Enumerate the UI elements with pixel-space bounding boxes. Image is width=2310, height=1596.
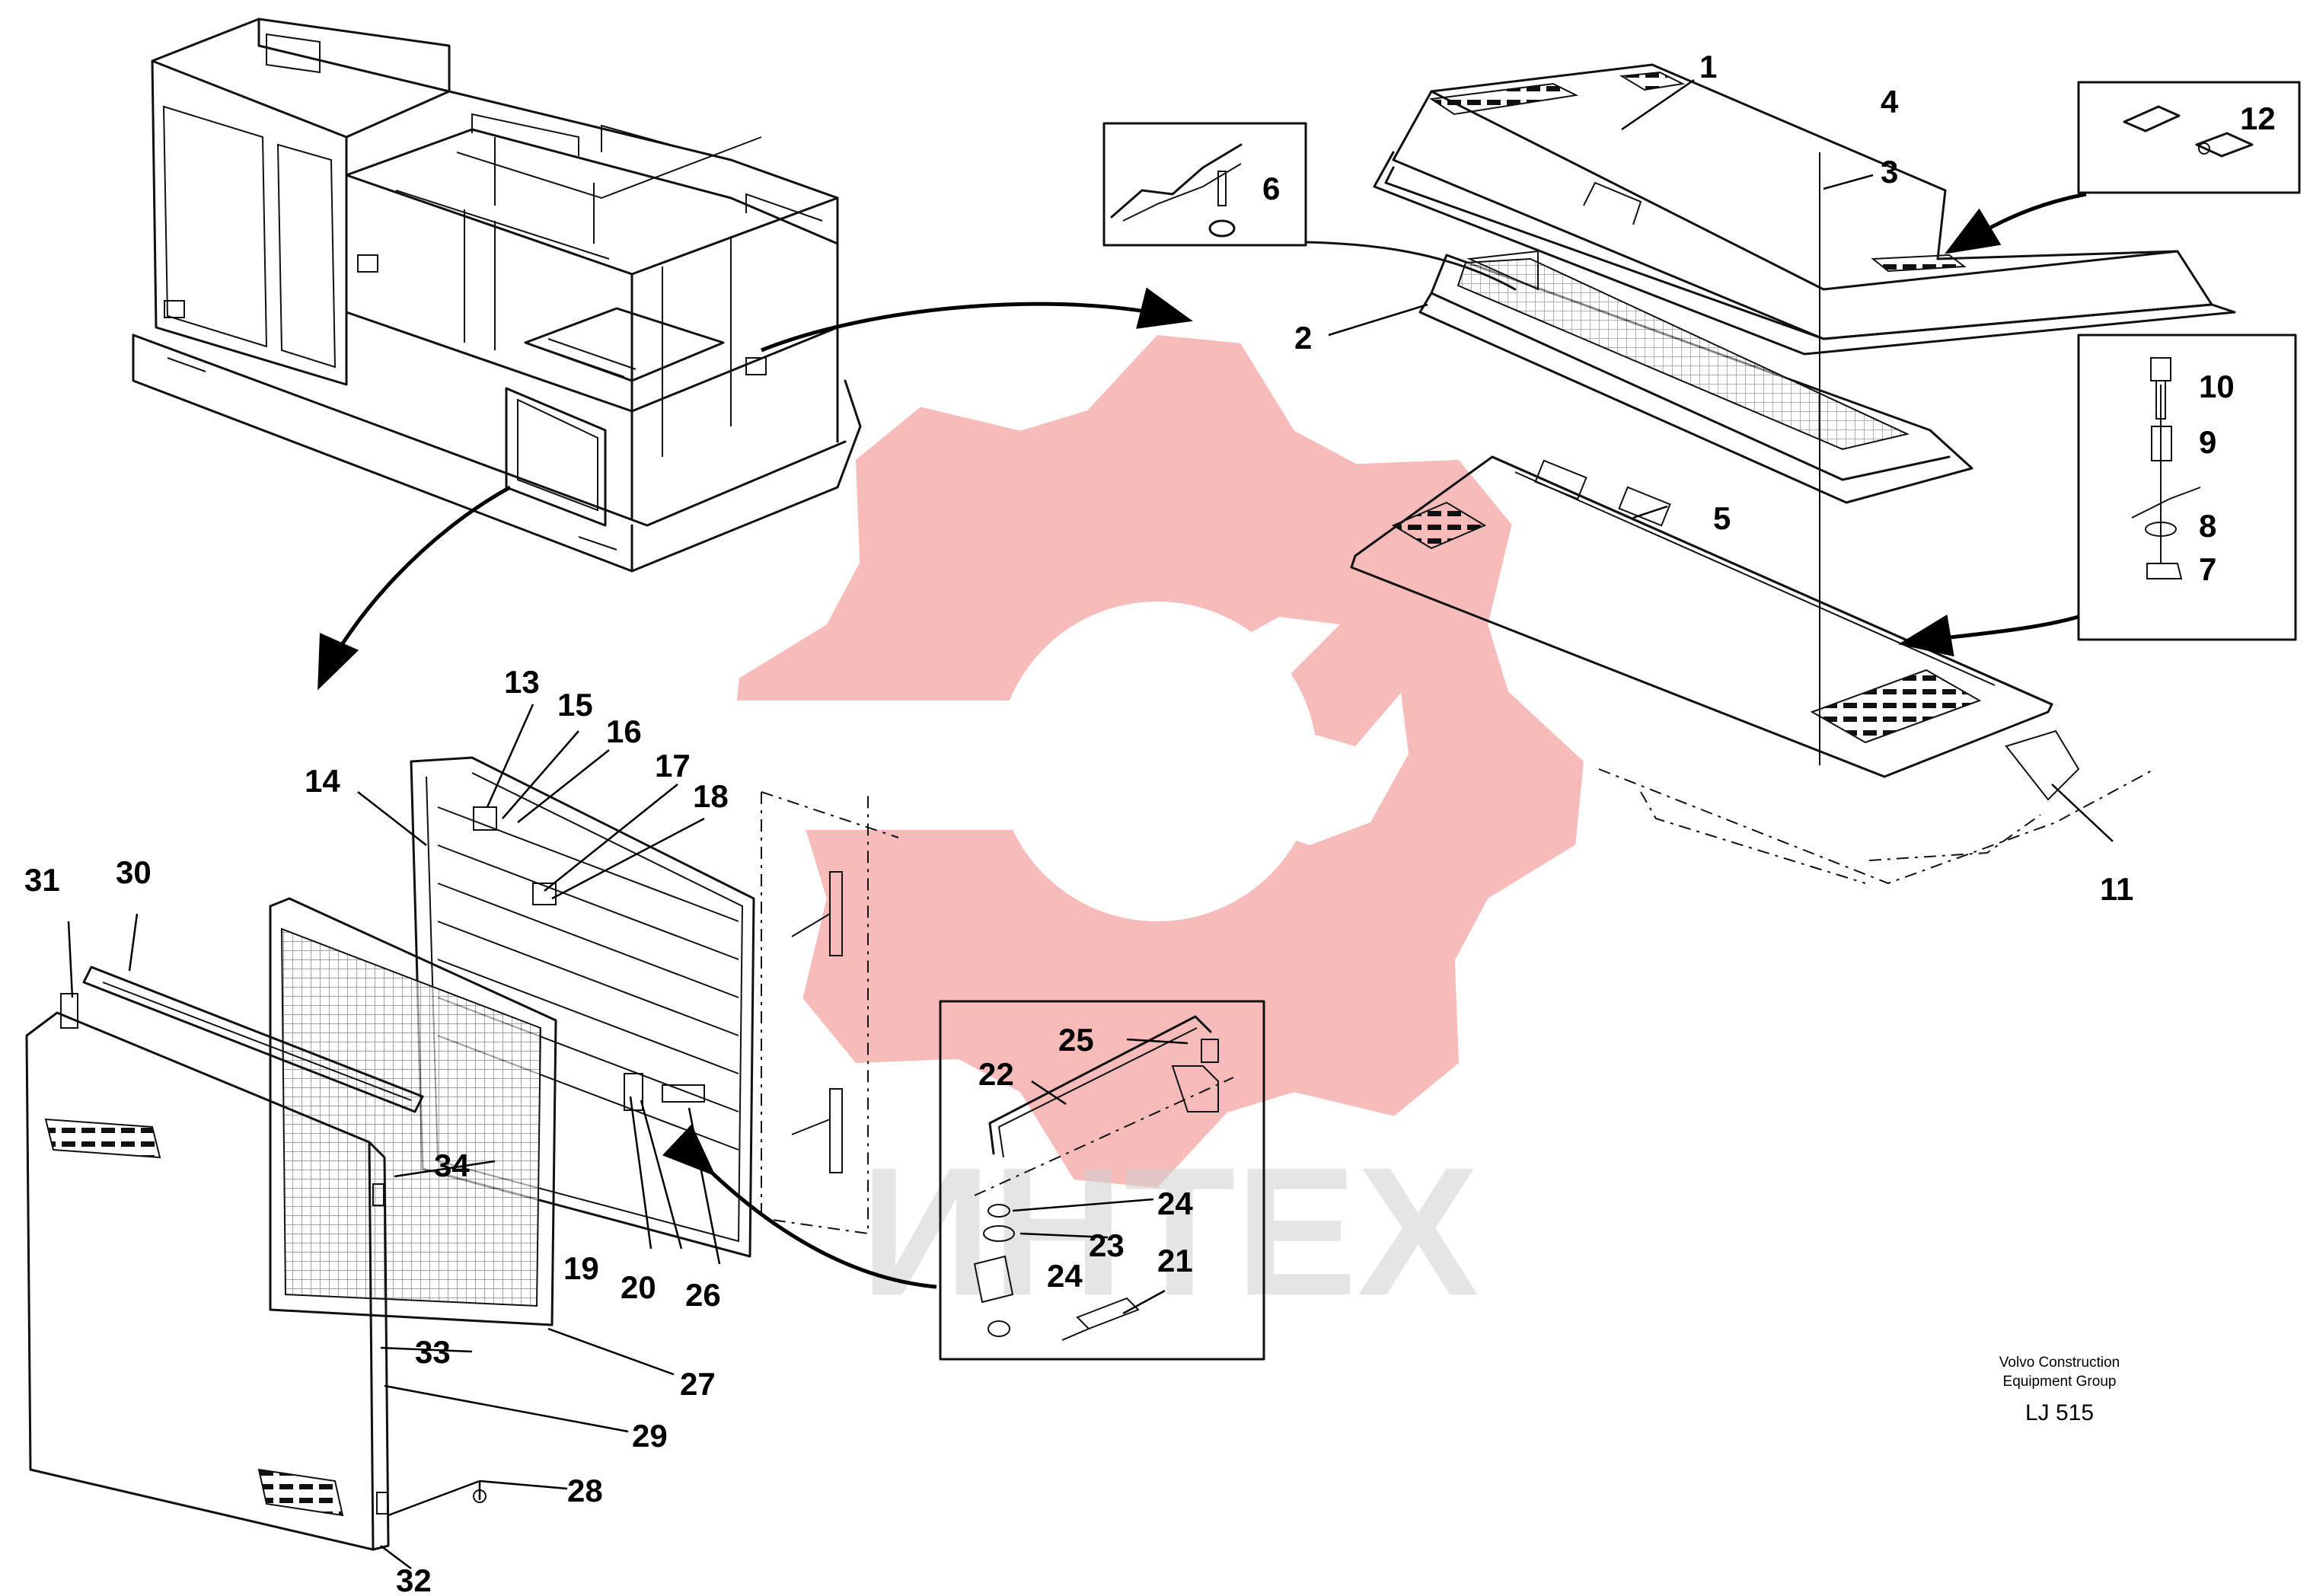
callout-8: 8 xyxy=(2199,508,2216,544)
arrow-detail-7-10 xyxy=(1898,614,2079,657)
callout-23: 23 xyxy=(1089,1227,1125,1263)
callout-11: 11 xyxy=(2100,871,2133,907)
callout-17: 17 xyxy=(655,748,691,784)
callout-34: 34 xyxy=(434,1148,470,1183)
callout-20: 20 xyxy=(621,1269,656,1305)
callout-27: 27 xyxy=(680,1366,716,1402)
callout-29: 29 xyxy=(632,1418,668,1454)
arrow-to-door xyxy=(317,485,512,691)
callout-15: 15 xyxy=(557,687,593,723)
callout-3: 3 xyxy=(1881,154,1898,190)
callout-7: 7 xyxy=(2199,551,2216,587)
detail-box-bolt-stack xyxy=(2077,334,2297,641)
callout-12: 12 xyxy=(2240,101,2276,136)
callout-21: 21 xyxy=(1157,1243,1193,1278)
callout-19: 19 xyxy=(563,1250,599,1286)
callout-22: 22 xyxy=(978,1056,1014,1092)
arrow-to-lock-detail xyxy=(662,1124,937,1289)
excavator-overview xyxy=(132,18,862,573)
arrow-to-hood xyxy=(761,287,1193,353)
callout-2: 2 xyxy=(1294,320,1312,356)
detail-box-hinge-pin xyxy=(2077,81,2301,194)
gear-icon xyxy=(731,335,1584,1188)
wrench-icon xyxy=(731,617,1409,845)
callout-16: 16 xyxy=(606,713,642,749)
callout-6: 6 xyxy=(1262,171,1280,206)
arrow-detail-12 xyxy=(1944,192,2087,254)
callout-10: 10 xyxy=(2199,369,2235,404)
detail-box-rubber-mount xyxy=(1102,122,1517,291)
door-assembly xyxy=(25,756,899,1551)
callout-28: 28 xyxy=(567,1473,603,1508)
callout-5: 5 xyxy=(1713,500,1731,536)
callout-4: 4 xyxy=(1881,84,1899,120)
callout-9: 9 xyxy=(2199,424,2216,460)
callout-labels: 1 2 3 4 5 6 7 8 9 10 11 12 13 14 15 16 1… xyxy=(24,49,2276,1596)
callout-33: 33 xyxy=(415,1334,451,1370)
callout-32: 32 xyxy=(396,1562,432,1596)
callout-14: 14 xyxy=(305,763,340,799)
callout-24-upper: 24 xyxy=(1157,1186,1193,1221)
caption-line-1: Volvo Construction xyxy=(1999,1355,2120,1371)
callout-18: 18 xyxy=(693,778,729,814)
watermark-gear-logo xyxy=(731,335,1584,1188)
detail-box-lock-rod xyxy=(939,1000,1265,1361)
callout-25: 25 xyxy=(1058,1022,1094,1058)
callout-26: 26 xyxy=(685,1277,721,1313)
callout-31: 31 xyxy=(24,862,60,898)
caption-line-2: Equipment Group xyxy=(2003,1374,2117,1390)
source-caption: Volvo Construction Equipment Group LJ 51… xyxy=(1999,1355,2120,1425)
callout-1: 1 xyxy=(1699,49,1717,85)
drawing-code: LJ 515 xyxy=(2025,1400,2094,1425)
gear-shape xyxy=(731,335,1584,1188)
watermark-text: ИНТЕХ xyxy=(860,1129,1479,1333)
callout-13: 13 xyxy=(504,664,540,700)
callout-24-lower: 24 xyxy=(1047,1258,1083,1294)
hood-assembly xyxy=(1350,63,2236,885)
callout-30: 30 xyxy=(116,854,152,890)
